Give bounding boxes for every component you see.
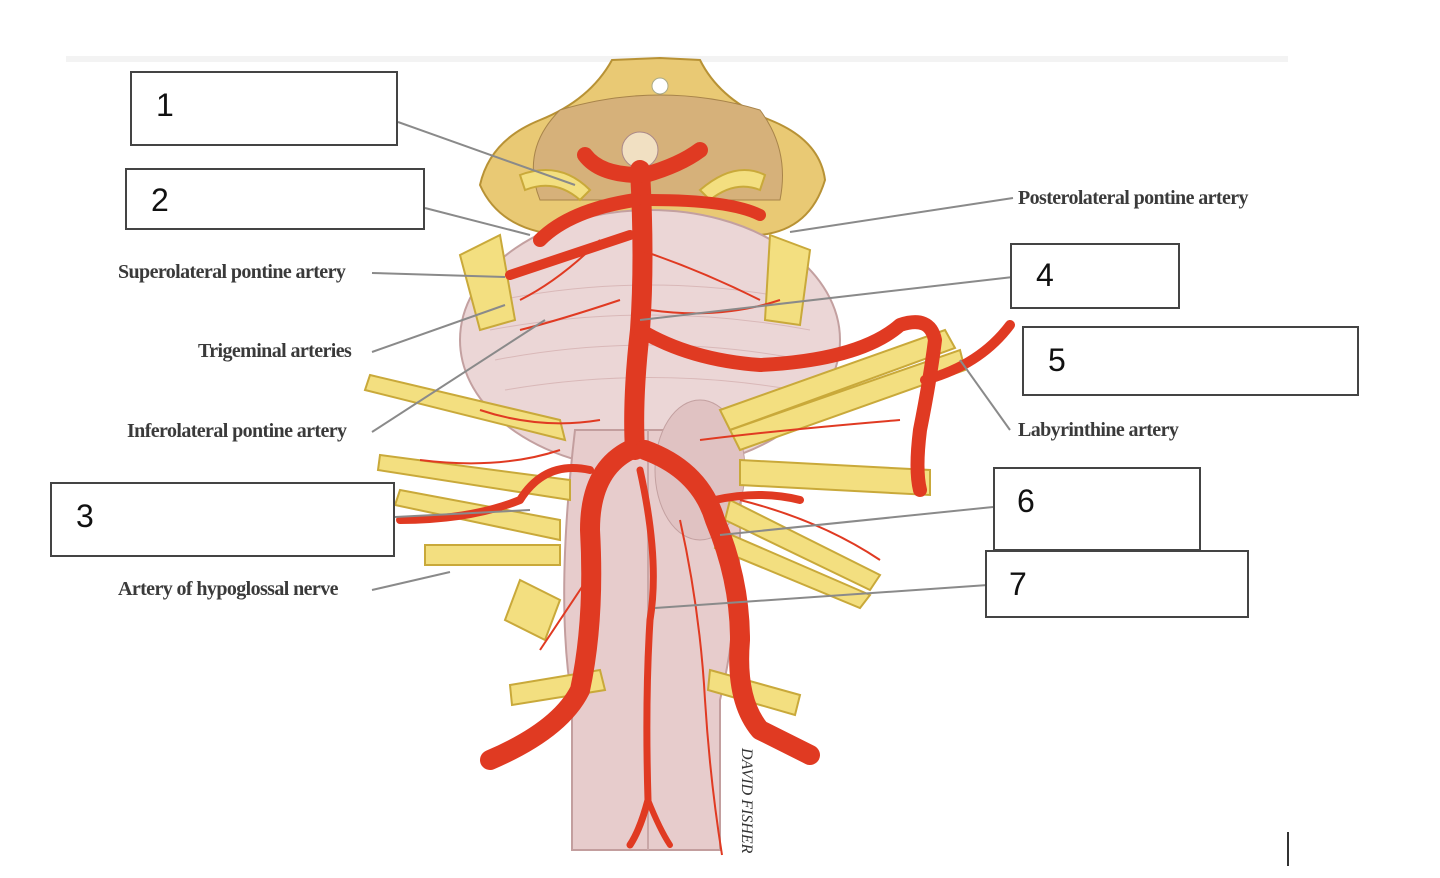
label-artery-of-hypoglossal-nerve: Artery of hypoglossal nerve [118,578,338,600]
aica-right [633,315,942,497]
superolateral-branch [505,230,635,280]
basilar-artery [624,160,653,460]
answer-box-4[interactable]: 4 [1010,243,1180,309]
leader-lines [371,121,1014,609]
arteries [396,142,1015,849]
label-inferolateral-pontine-artery: Inferolateral pontine artery [127,420,347,442]
answer-box-6[interactable]: 6 [993,467,1201,551]
box-number: 4 [1036,257,1054,293]
vertebral-right [635,440,820,765]
pica-left [396,464,594,524]
label-posterolateral-pontine-artery: Posterolateral pontine artery [1018,187,1249,209]
answer-box-2[interactable]: 2 [125,168,425,230]
label-labyrinthine-artery: Labyrinthine artery [1018,419,1179,441]
box-number: 7 [1009,566,1027,602]
answer-box-1[interactable]: 1 [130,71,398,146]
answer-box-5[interactable]: 5 [1022,326,1359,396]
superior-cerebellar-right [644,194,766,221]
box-number: 2 [151,182,169,218]
posterior-cerebral-right [637,142,708,183]
box-number: 3 [76,498,94,534]
box-number: 6 [1017,483,1035,519]
superior-cerebellar-left [533,193,642,247]
box-number: 5 [1048,342,1066,378]
label-superolateral-pontine-artery: Superolateral pontine artery [118,261,346,283]
vertebral-left [480,440,640,770]
box-number: 1 [156,87,174,123]
label-trigeminal-arteries: Trigeminal arteries [198,340,352,362]
posterior-cerebral-left [577,147,648,183]
pica-right [711,491,804,504]
labyrinthine-branch [920,320,1015,385]
text-cursor-mark [1287,832,1289,866]
artist-signature: DAVID FISHER [738,748,755,854]
anterior-spinal-artery [626,466,657,849]
answer-box-7[interactable]: 7 [985,550,1249,618]
answer-box-3[interactable]: 3 [50,482,395,557]
